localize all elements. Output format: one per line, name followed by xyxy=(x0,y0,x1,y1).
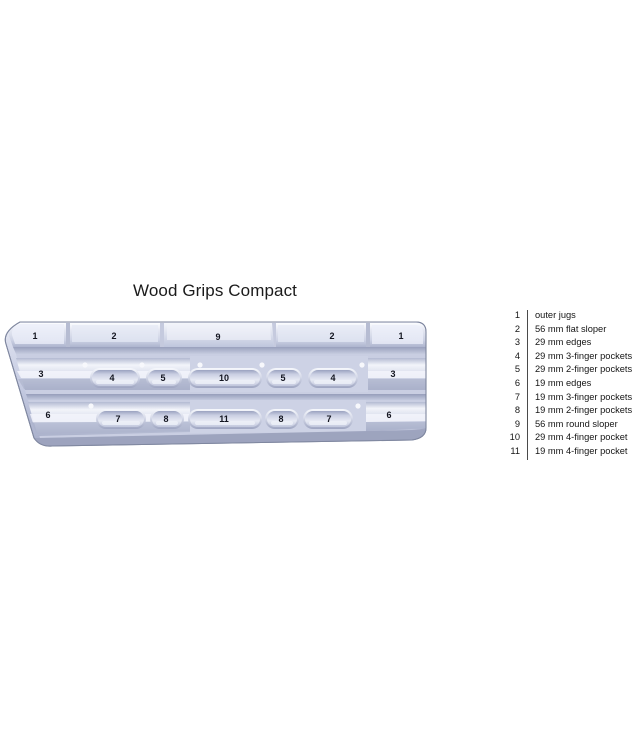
legend-divider xyxy=(527,364,528,378)
legend-divider xyxy=(527,445,528,460)
legend-row: 1 outer jugs xyxy=(498,310,632,324)
page-title: Wood Grips Compact xyxy=(133,281,297,300)
legend-number: 3 xyxy=(514,337,520,348)
legend-row: 2 56 mm flat sloper xyxy=(498,323,632,338)
legend-divider xyxy=(527,337,528,351)
legend-row: 4 29 mm 3-finger pockets xyxy=(498,350,633,365)
legend-number: 2 xyxy=(514,323,520,334)
legend-label: 19 mm 4-finger pocket xyxy=(535,445,628,456)
legend-label: 19 mm edges xyxy=(535,377,592,388)
legend-label: 29 mm edges xyxy=(535,337,592,348)
legend-number: 6 xyxy=(514,377,520,388)
legend-row: 11 19 mm 4-finger pocket xyxy=(498,445,632,460)
legend-number: 5 xyxy=(514,364,520,375)
legend-label: 29 mm 4-finger pocket xyxy=(535,432,628,443)
legend-row: 9 56 mm round sloper xyxy=(498,418,632,433)
legend-divider xyxy=(527,350,528,365)
legend-divider xyxy=(527,405,528,419)
legend-number: 1 xyxy=(514,310,520,320)
legend-label: 19 mm 3-finger pockets xyxy=(535,391,633,402)
legend-row: 3 29 mm edges xyxy=(498,337,632,351)
legend-label: outer jugs xyxy=(535,310,576,320)
legend-number: 4 xyxy=(514,350,520,361)
legend-label: 19 mm 2-finger pockets xyxy=(535,405,633,416)
legend-row: 8 19 mm 2-finger pockets xyxy=(498,405,632,419)
legend-label: 56 mm flat sloper xyxy=(535,323,607,334)
legend-label: 29 mm 2-finger pockets xyxy=(535,364,633,375)
legend-label: 29 mm 3-finger pockets xyxy=(535,350,633,361)
legend-divider xyxy=(527,418,528,433)
legend-divider xyxy=(527,432,528,446)
legend-number: 7 xyxy=(514,391,520,402)
legend-divider xyxy=(527,323,528,338)
hangboard-illustration xyxy=(4,321,427,447)
legend-divider xyxy=(527,377,528,392)
legend-divider xyxy=(527,310,528,324)
legend-number: 11 xyxy=(510,445,520,456)
legend-divider xyxy=(527,391,528,406)
legend-row: 7 19 mm 3-finger pockets xyxy=(498,391,633,406)
legend-number: 10 xyxy=(509,432,520,443)
legend-label: 56 mm round sloper xyxy=(535,418,618,429)
legend-number: 8 xyxy=(514,405,520,416)
legend-number: 9 xyxy=(514,418,520,429)
legend-row: 10 29 mm 4-finger pocket xyxy=(498,432,632,446)
legend-row: 5 29 mm 2-finger pockets xyxy=(498,364,632,378)
legend-row: 6 19 mm edges xyxy=(498,377,632,392)
legend: 1 outer jugs 2 56 mm flat sloper 3 29 mm edge… xyxy=(498,310,632,460)
